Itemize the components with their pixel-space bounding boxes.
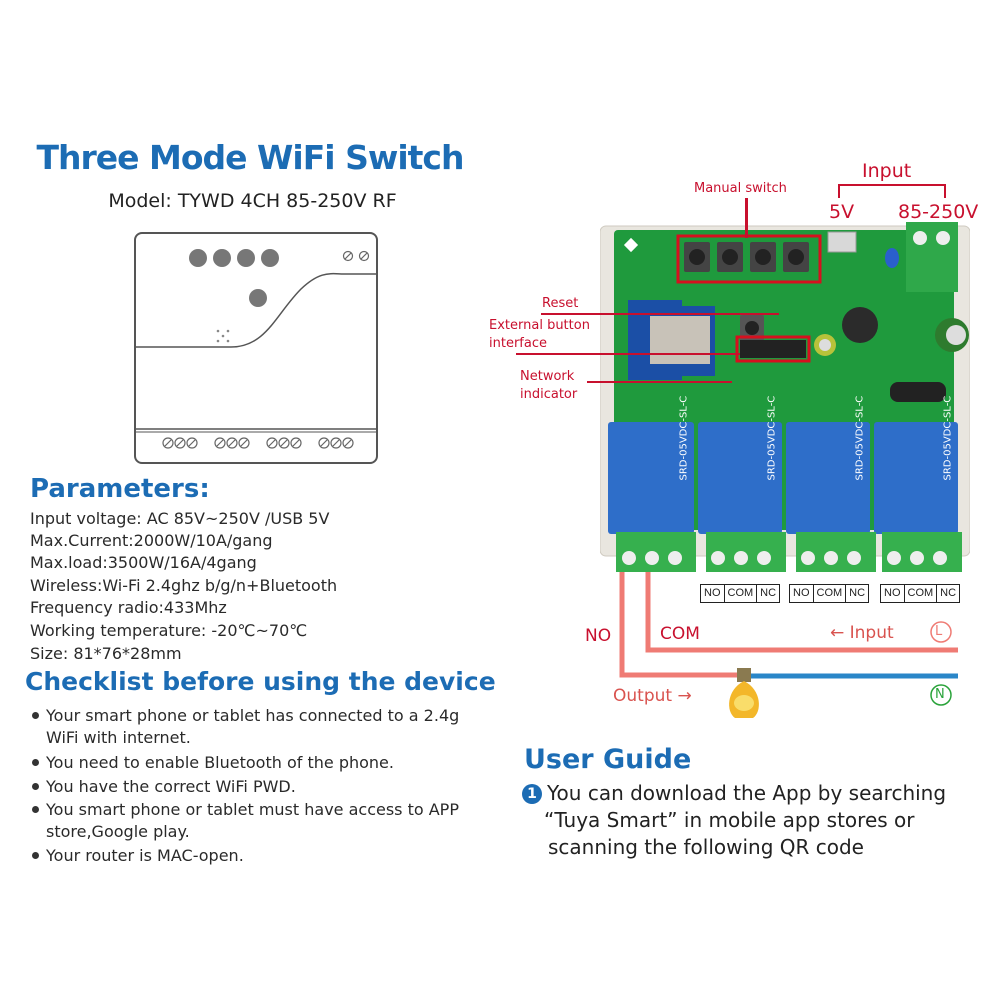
pcb-drawing	[599, 222, 971, 572]
checklist-item: Your smart phone or tablet has connected…	[30, 705, 470, 749]
checklist-item: You smart phone or tablet must have acce…	[30, 799, 485, 843]
external-button-pointer	[516, 353, 740, 355]
usb-port-icon	[827, 231, 857, 253]
network-indicator-label-1: Network	[520, 369, 575, 384]
power-screw-icons	[342, 250, 370, 262]
param-input-voltage: Input voltage: AC 85V~250V /USB 5V	[30, 509, 330, 528]
device-outline-drawing	[136, 249, 376, 449]
terminal-screw-icons	[162, 437, 354, 449]
param-max-current: Max.Current:2000W/10A/gang	[30, 531, 273, 550]
param-temperature: Working temperature: -20℃~70℃	[30, 621, 308, 640]
button-dot-icon	[213, 249, 231, 267]
wire-output-label: Output →	[613, 686, 692, 706]
bullet-icon	[32, 806, 39, 813]
button-dot-icon	[237, 249, 255, 267]
user-guide-heading: User Guide	[524, 744, 692, 775]
button-dot-icon	[189, 249, 207, 267]
light-bulb-icon	[729, 668, 759, 718]
relays	[608, 422, 958, 534]
wire-com-label: COM	[660, 624, 700, 644]
manual-buttons	[684, 242, 809, 272]
step-number-icon: 1	[522, 784, 542, 804]
neutral-symbol-icon	[930, 684, 952, 706]
bullet-icon	[32, 759, 39, 766]
bullet-icon	[32, 783, 39, 790]
checklist-heading: Checklist before using the device	[25, 667, 496, 696]
bullet-icon	[32, 712, 39, 719]
no-wire	[619, 572, 740, 678]
param-size: Size: 81*76*28mm	[30, 644, 182, 663]
bullet-icon	[32, 852, 39, 859]
wire-input-label: ← Input	[830, 623, 894, 643]
reset-label: Reset	[542, 296, 579, 311]
reset-dot-icon	[249, 289, 267, 307]
input-5v-label: 5V	[829, 201, 855, 223]
checklist-item: You need to enable Bluetooth of the phon…	[30, 752, 470, 774]
mount-hole-icon	[623, 237, 639, 253]
param-max-load: Max.load:3500W/16A/4gang	[30, 553, 257, 572]
live-symbol-icon	[930, 621, 952, 643]
page-title: Three Mode WiFi Switch	[36, 138, 465, 177]
parameters-heading: Parameters:	[30, 474, 210, 504]
live-symbol-label: L	[935, 624, 943, 639]
external-button-label-1: External button	[489, 318, 590, 333]
param-wireless: Wireless:Wi-Fi 2.4ghz b/g/n+Bluetooth	[30, 576, 338, 595]
checklist-item: You have the correct WiFi PWD.	[30, 776, 470, 798]
pcb-photo: SRD-05VDC-SL-C SRD-05VDC-SL-C SRD-05VDC-…	[599, 220, 971, 580]
device-illustration	[134, 232, 378, 464]
reset-pointer	[541, 313, 779, 315]
input-ac-label: 85-250V	[898, 201, 979, 223]
input-bracket	[838, 184, 946, 198]
network-indicator-label-2: indicator	[520, 387, 578, 402]
antenna-coil-icon	[890, 382, 946, 402]
manual-switch-pointer	[745, 198, 748, 238]
input-label: Input	[862, 160, 912, 182]
network-indicator-pointer	[587, 381, 732, 383]
led-dots-icon	[216, 329, 230, 343]
wire-no-label: NO	[585, 626, 612, 646]
com-wire	[645, 572, 958, 653]
manual-switch-label: Manual switch	[694, 181, 787, 196]
external-button-label-2: interface	[489, 336, 547, 351]
button-dot-icon	[261, 249, 279, 267]
checklist-item: Your router is MAC-open.	[30, 845, 470, 867]
param-frequency: Frequency radio:433Mhz	[30, 598, 227, 617]
neutral-symbol-label: N	[935, 687, 945, 702]
model-label: Model: TYWD 4CH 85-250V RF	[108, 190, 397, 212]
inductor-icon	[842, 307, 878, 343]
